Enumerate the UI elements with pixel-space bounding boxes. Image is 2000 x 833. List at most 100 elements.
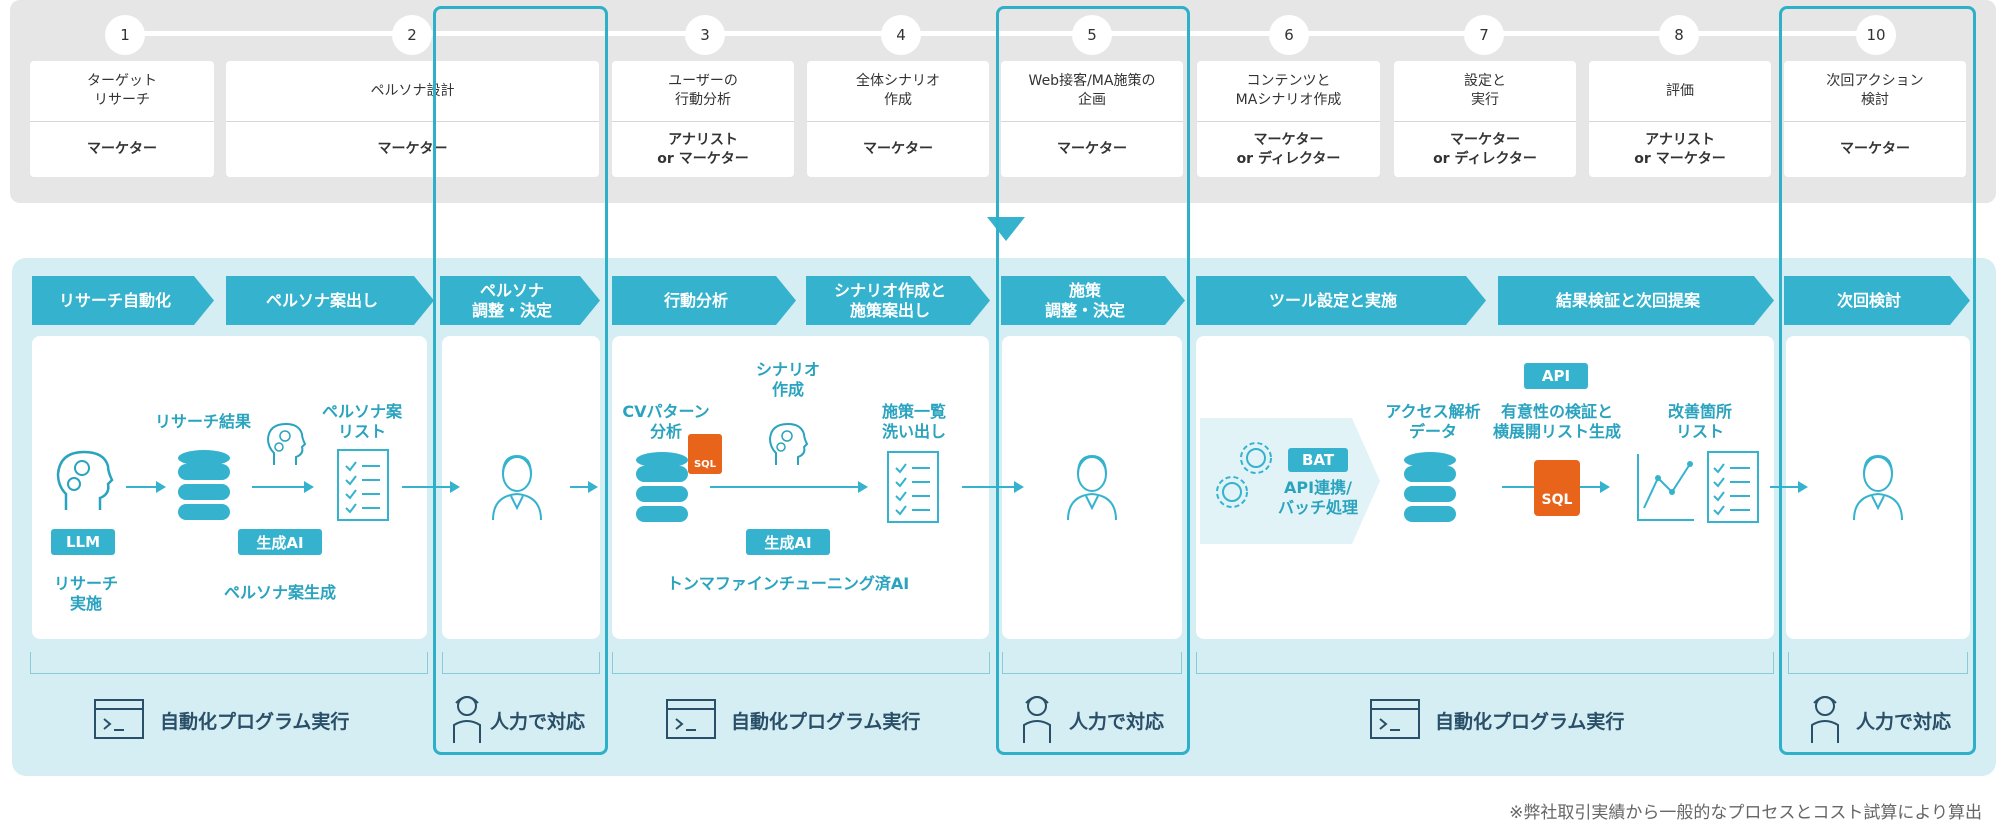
role-label: マーケター	[1057, 141, 1127, 157]
panel-measure-manual	[1002, 336, 1182, 639]
bracket-auto-3	[1196, 652, 1774, 674]
panel-next-manual	[1786, 336, 1970, 639]
bracket-manual-2	[1002, 652, 1182, 674]
phase-tool-setup: ツール設定と実施	[1196, 276, 1486, 325]
ai-head-icon	[56, 450, 114, 510]
task-label: 次回アクション 検討	[1826, 73, 1924, 108]
sql-file-label: SQL	[1541, 492, 1573, 508]
finetuned-ai-label: トンマファインチューニング済AI	[666, 574, 910, 593]
database-icon	[636, 452, 688, 522]
person-icon	[1067, 454, 1117, 521]
auto-exec-label-3: 自動化プログラム実行	[1435, 711, 1625, 733]
manual-exec-label-3: 人力で対応	[1856, 711, 1952, 733]
arrow-icon	[402, 481, 460, 493]
step-number-7: 7	[1464, 15, 1504, 55]
manual-exec-label-1: 人力で対応	[490, 711, 586, 733]
role-card-5: Web接客/MA施策の 企画 マーケター	[1001, 61, 1183, 177]
genai-badge-2: 生成AI	[746, 529, 830, 555]
measures-list-label: 施策一覧 洗い出し	[881, 402, 946, 441]
api-badge: API	[1524, 363, 1588, 389]
scenario-make-label: シナリオ 作成	[755, 360, 820, 399]
role-card-6: コンテンツと MAシナリオ作成 マーケター or ディレクター	[1197, 61, 1380, 177]
role-card-4: 全体シナリオ 作成 マーケター	[807, 61, 989, 177]
task-label: 評価	[1666, 82, 1694, 99]
genai-badge-1: 生成AI	[238, 529, 322, 555]
arrow-icon	[1770, 481, 1808, 493]
highlight-column-10	[1779, 6, 1976, 755]
role-card-7: 設定と 実行 マーケター or ディレクター	[1394, 61, 1576, 177]
manual-exec-label-2: 人力で対応	[1069, 711, 1165, 733]
arrow-icon	[570, 481, 598, 493]
access-data-label: アクセス解析 データ	[1385, 402, 1481, 441]
program-window-icon	[1370, 699, 1420, 739]
role-card-3: ユーザーの 行動分析 アナリスト or マーケター	[612, 61, 794, 177]
database-icon	[178, 450, 230, 520]
arrow-icon	[962, 481, 1024, 493]
auto-exec-label-2: 自動化プログラム実行	[731, 711, 921, 733]
step-number-6: 6	[1269, 15, 1309, 55]
ai-head-small-icon	[266, 422, 307, 465]
panel-research	[32, 336, 427, 639]
step-number-2: 2	[392, 15, 432, 55]
significance-label: 有意性の検証と 横展開リスト生成	[1492, 402, 1621, 441]
task-label: ターゲット リサーチ	[87, 73, 157, 108]
role-card-8: 評価 アナリスト or マーケター	[1589, 61, 1771, 177]
checklist-icon	[337, 449, 389, 521]
persona-list-label: ペルソナ案 リスト	[321, 402, 402, 441]
role-card-1: ターゲット リサーチ マーケター	[30, 61, 214, 177]
highlight-column-5	[996, 6, 1190, 755]
task-label: コンテンツと MAシナリオ作成	[1235, 73, 1342, 108]
bat-badge: BAT	[1288, 448, 1348, 472]
highlight-column-2	[433, 6, 608, 755]
bracket-auto-2	[612, 652, 990, 674]
batch-process-arrow	[1200, 418, 1380, 544]
research-result-label: リサーチ結果	[154, 412, 251, 431]
phase-next-review: 次回検討	[1784, 276, 1970, 325]
role-label: マーケター	[377, 141, 448, 157]
chart-checklist-icon	[1637, 451, 1759, 523]
role-label: マーケター	[1840, 141, 1910, 157]
task-label: 全体シナリオ 作成	[856, 73, 940, 108]
arrow-icon	[252, 481, 314, 493]
bracket-manual-3	[1788, 652, 1968, 674]
phase-research-automation: リサーチ自動化	[32, 276, 214, 325]
task-label: Web接客/MA施策の 企画	[1028, 73, 1156, 108]
role-label: アナリスト or マーケター	[1634, 131, 1726, 167]
sql-file-icon: SQL	[1534, 460, 1580, 516]
persona-gen-label: ペルソナ案生成	[223, 583, 336, 602]
auto-exec-label-1: 自動化プログラム実行	[160, 711, 350, 733]
footnote: ※弊社取引実績から一般的なプロセスとコスト試算により算出	[1509, 803, 1982, 823]
cv-pattern-label: CVパターン 分析	[622, 402, 710, 441]
arrow-icon	[126, 481, 166, 493]
timeline-line	[125, 31, 1875, 36]
sql-file-icon: SQL	[688, 434, 722, 474]
task-label: 設定と 実行	[1464, 73, 1506, 108]
sql-file-label: SQL	[693, 459, 717, 470]
phase-persona-ideas: ペルソナ案出し	[226, 276, 434, 325]
step-number-3: 3	[685, 15, 725, 55]
phase-behavior-analysis: 行動分析	[612, 276, 796, 325]
checklist-icon	[887, 451, 939, 523]
phase-result-verification: 結果検証と次回提案	[1498, 276, 1774, 325]
role-label: マーケター	[87, 141, 157, 157]
role-label: マーケター or ディレクター	[1236, 131, 1341, 167]
step-number-1: 1	[105, 15, 145, 55]
llm-badge: LLM	[51, 529, 115, 555]
role-label: マーケター or ディレクター	[1433, 131, 1537, 167]
step-number-10: 10	[1856, 15, 1896, 55]
database-icon	[1404, 452, 1456, 522]
bracket-auto-1	[30, 652, 428, 674]
phase-persona-decision: ペルソナ 調整・決定	[440, 276, 600, 325]
worker-icon	[1811, 696, 1839, 743]
phase-scenario-ideas: シナリオ作成と 施策案出し	[806, 276, 990, 325]
person-icon	[492, 454, 542, 521]
program-window-icon	[666, 699, 716, 739]
step-number-4: 4	[881, 15, 921, 55]
arrow-icon	[710, 481, 868, 493]
task-label: ユーザーの 行動分析	[668, 73, 738, 108]
person-icon	[1853, 454, 1903, 521]
role-label: マーケター	[863, 141, 933, 157]
api-batch-label: API連携/ バッチ処理	[1277, 478, 1358, 517]
step-number-8: 8	[1659, 15, 1699, 55]
role-card-2: ペルソナ設計 マーケター	[226, 61, 599, 177]
